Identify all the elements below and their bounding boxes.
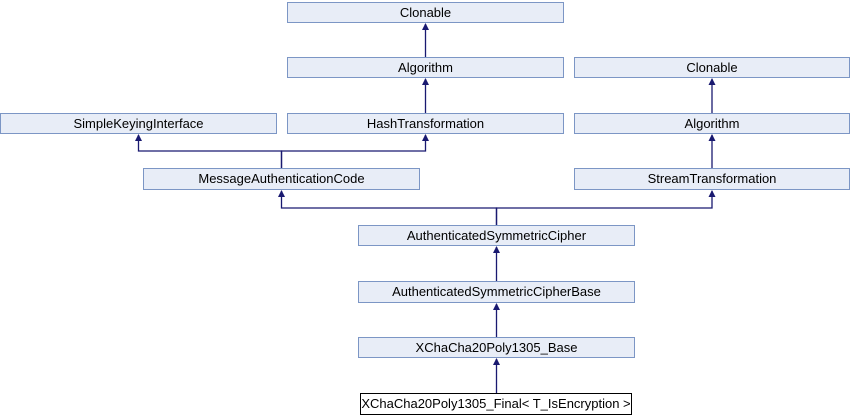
arrowhead-icon [278, 190, 285, 197]
arrowhead-icon [708, 134, 716, 141]
class-node-message-authentication-code[interactable]: MessageAuthenticationCode [143, 168, 420, 190]
arrowhead-icon [493, 246, 500, 253]
edge-xchacha20poly1305-final-to-xchacha20poly1305-base [493, 358, 500, 393]
class-node-stream-transformation[interactable]: StreamTransformation [574, 168, 850, 190]
edge-hash-transformation-to-algorithm-mid [422, 78, 429, 113]
edge-algorithm-right-to-clonable-right [708, 78, 716, 113]
class-node-xchacha20poly1305-final: XChaCha20Poly1305_Final< T_IsEncryption … [360, 393, 632, 415]
class-node-authenticated-symmetric-cipher[interactable]: AuthenticatedSymmetricCipher [358, 225, 635, 246]
class-node-algorithm-mid[interactable]: Algorithm [287, 57, 564, 78]
arrowhead-icon [708, 78, 716, 85]
edge-message-authentication-code-to-simple-keying-interface [135, 134, 283, 168]
edge-stream-transformation-to-algorithm-right [708, 134, 716, 168]
class-node-simple-keying-interface[interactable]: SimpleKeyingInterface [0, 113, 277, 134]
edge-xchacha20poly1305-base-to-authenticated-symmetric-cipher-base [493, 303, 500, 337]
edge-authenticated-symmetric-cipher-to-message-authentication-code [278, 190, 498, 225]
edge-message-authentication-code-to-hash-transformation [280, 134, 429, 168]
class-node-authenticated-symmetric-cipher-base[interactable]: AuthenticatedSymmetricCipherBase [358, 281, 635, 303]
class-node-algorithm-right[interactable]: Algorithm [574, 113, 850, 134]
class-node-xchacha20poly1305-base[interactable]: XChaCha20Poly1305_Base [358, 337, 635, 358]
class-node-clonable-top[interactable]: Clonable [287, 2, 564, 23]
class-node-hash-transformation[interactable]: HashTransformation [287, 113, 564, 134]
arrowhead-icon [422, 134, 429, 141]
class-node-clonable-right[interactable]: Clonable [574, 57, 850, 78]
edge-authenticated-symmetric-cipher-to-stream-transformation [495, 190, 716, 225]
arrowhead-icon [493, 358, 500, 365]
arrowhead-icon [493, 303, 500, 310]
edge-authenticated-symmetric-cipher-base-to-authenticated-symmetric-cipher [493, 246, 500, 281]
arrowhead-icon [422, 78, 429, 85]
arrowhead-icon [708, 190, 716, 197]
arrowhead-icon [422, 23, 429, 30]
arrowhead-icon [135, 134, 142, 141]
